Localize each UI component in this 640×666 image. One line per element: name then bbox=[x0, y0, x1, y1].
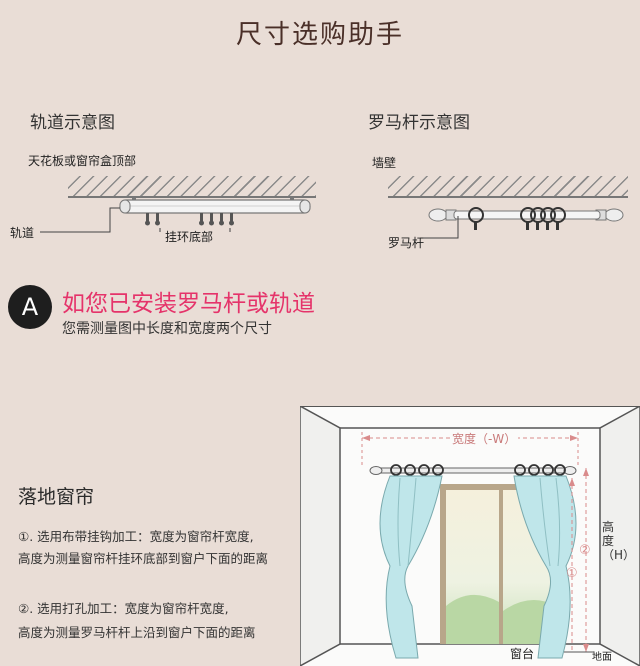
ceiling-hatch bbox=[68, 176, 316, 198]
hooks-bottom-label: 挂环底部 bbox=[165, 230, 214, 244]
sill-label: 窗台 bbox=[510, 647, 535, 661]
section-a-headline: 如您已安装罗马杆或轨道 bbox=[62, 291, 315, 317]
width-label: 宽度（-W） bbox=[450, 430, 519, 447]
floor-label: 地面 bbox=[592, 652, 612, 663]
track-label: 轨道 bbox=[10, 226, 35, 240]
track-diagram-heading: 轨道示意图 bbox=[30, 113, 115, 133]
rod-diagram-heading: 罗马杆示意图 bbox=[368, 113, 470, 133]
mark-1: ① bbox=[566, 566, 578, 581]
section-a-badge: A bbox=[8, 285, 52, 329]
ceiling-label: 天花板或窗帘盒顶部 bbox=[28, 154, 137, 168]
left-wall bbox=[300, 406, 341, 666]
window-curtain-illustration bbox=[300, 406, 640, 666]
track-illustration bbox=[40, 198, 311, 233]
item1-line2: 高度为测量窗帘杆挂环底部到窗户下面的距离 bbox=[18, 551, 269, 566]
left-curtain bbox=[379, 475, 443, 659]
track-end-right bbox=[299, 199, 311, 214]
wall-label: 墙壁 bbox=[372, 156, 397, 170]
right-curtain bbox=[513, 475, 577, 659]
rod-label: 罗马杆 bbox=[388, 236, 425, 250]
track-end-left bbox=[119, 199, 131, 214]
rod-ring-clips bbox=[474, 222, 559, 230]
track-hooks bbox=[145, 213, 234, 226]
floor-curtain-heading: 落地窗帘 bbox=[18, 486, 95, 508]
curtain-rings bbox=[390, 464, 566, 476]
page-title: 尺寸选购助手 bbox=[235, 20, 404, 50]
mark-2: ② bbox=[579, 543, 591, 558]
rod-illustration bbox=[420, 207, 624, 239]
height-label: 高度（H） bbox=[602, 520, 636, 562]
track-leader bbox=[40, 207, 120, 233]
item1-line1: ①. 选用布带挂钩加工：宽度为窗帘杆宽度, bbox=[18, 529, 254, 544]
rod-finial-right bbox=[604, 208, 624, 222]
rod-leader bbox=[420, 216, 459, 239]
section-a-subtitle: 您需测量图中长度和宽度两个尺寸 bbox=[62, 321, 272, 337]
item2-line1: ②. 选用打孔加工：宽度为窗帘杆宽度, bbox=[18, 601, 229, 616]
item2-line2: 高度为测量罗马杆杆上沿到窗户下面的距离 bbox=[18, 625, 256, 640]
rod-bar bbox=[453, 210, 601, 220]
rod-finial-left bbox=[428, 208, 448, 222]
wall-hatch bbox=[388, 176, 628, 198]
